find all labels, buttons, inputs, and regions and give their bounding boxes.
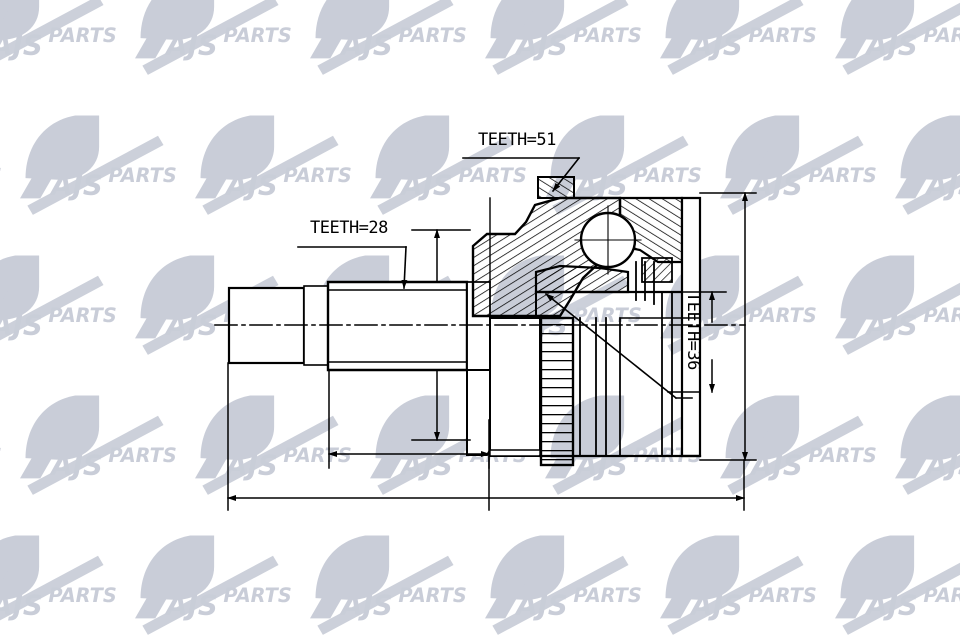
projection-lines <box>466 197 621 457</box>
outer-race-hatched <box>471 196 684 318</box>
leader-lines <box>297 156 693 400</box>
abs-tone-ring <box>539 316 575 467</box>
dim-teeth36-height <box>661 291 727 393</box>
label-teeth-28: TEETH=28 <box>310 218 388 238</box>
dim-shaft-length <box>328 369 490 469</box>
dim-shaft-diameter <box>411 229 471 441</box>
boot-flange <box>489 317 702 458</box>
ball-bearing <box>574 205 642 275</box>
dim-overall-length <box>227 362 745 511</box>
label-teeth-36: TEETH=36 <box>683 292 703 370</box>
label-teeth-51: TEETH=51 <box>478 130 556 150</box>
annotation-labels: TEETH=51 TEETH=28 TEETH=36 <box>310 130 703 370</box>
dim-joint-diameter <box>699 192 757 461</box>
splined-shaft <box>303 280 469 372</box>
